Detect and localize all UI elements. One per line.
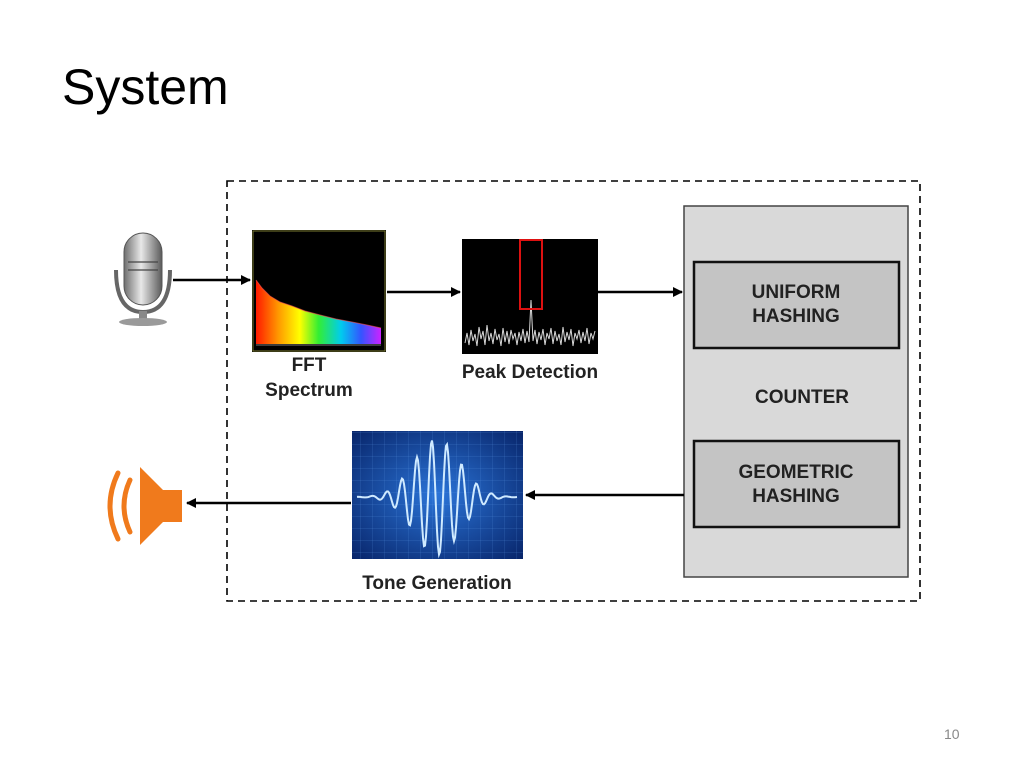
geometric-hashing-label-1: GEOMETRIC <box>738 462 853 483</box>
noise-trace <box>464 299 596 347</box>
page-number: 10 <box>944 726 960 742</box>
uniform-hashing-label-2: HASHING <box>752 306 840 327</box>
peak-highlight-box <box>519 239 543 310</box>
peak-detection-image <box>462 239 598 354</box>
fft-spectrum-image <box>252 230 386 352</box>
uniform-hashing-box <box>692 260 901 350</box>
uniform-hashing-label-1: UNIFORM <box>752 282 841 303</box>
tone-generation-image <box>352 431 523 559</box>
tone-generation-label: Tone Generation <box>362 573 512 594</box>
microphone-icon <box>114 232 172 326</box>
speaker-icon <box>107 467 182 545</box>
slide-title: System <box>62 59 229 115</box>
geometric-hashing-box <box>692 439 901 529</box>
system-boundary <box>226 180 921 602</box>
fft-label-1: FFT <box>292 355 327 376</box>
counter-label: COUNTER <box>755 387 849 408</box>
fft-label-2: Spectrum <box>265 380 353 401</box>
geometric-hashing-label-2: HASHING <box>752 486 840 507</box>
peak-detection-label: Peak Detection <box>462 362 598 383</box>
